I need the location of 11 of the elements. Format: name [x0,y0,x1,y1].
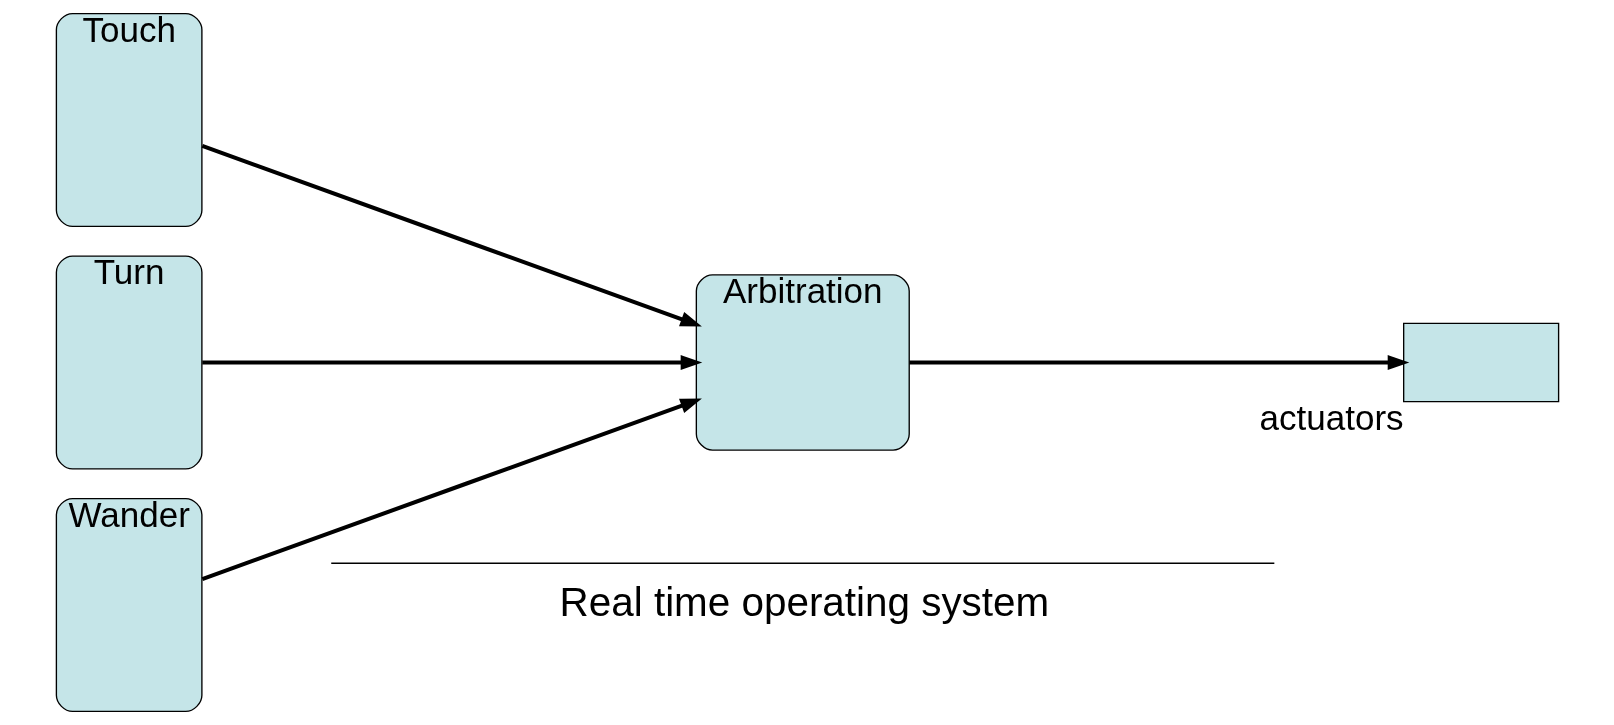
label: Real time operating system [559,578,1049,625]
arrow [201,354,702,371]
node-label: actuators [1259,397,1404,437]
node-box: Wander [55,497,203,713]
arrow [201,398,702,581]
node-box: Turn [55,255,203,470]
node-box [1402,322,1559,403]
node-box: Arbitration [695,274,910,451]
node-box: Touch [55,12,203,228]
arrow [908,354,1409,371]
arrow [201,144,702,327]
